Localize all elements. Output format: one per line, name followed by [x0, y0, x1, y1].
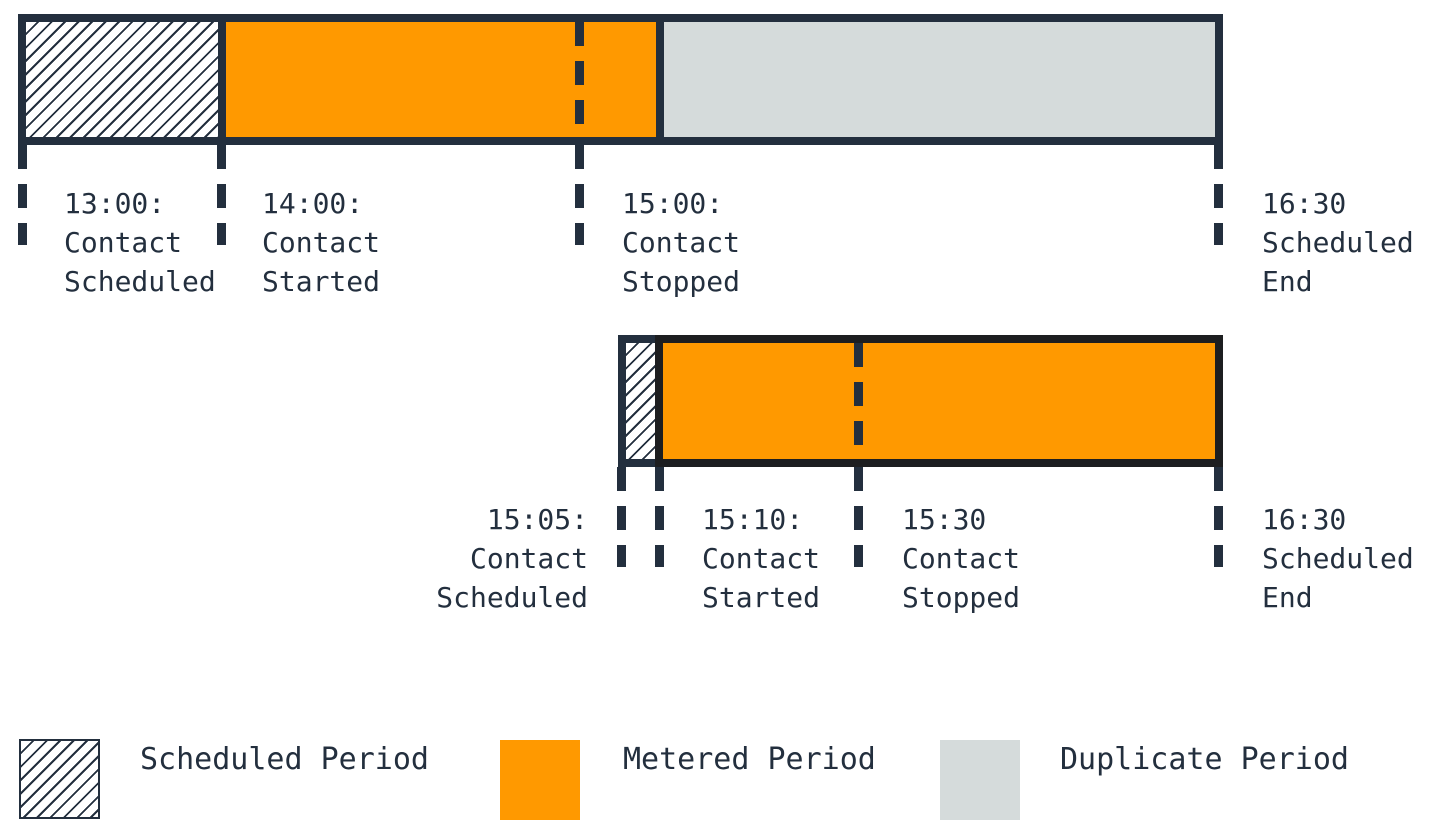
contact2-tick-15-10	[655, 467, 664, 567]
contact1-label-contact-scheduled: 13:00: Contact Scheduled	[64, 187, 216, 298]
legend-label-duplicate-period: Duplicate Period	[1060, 742, 1349, 777]
contact1-tick-16-30	[1214, 145, 1223, 245]
legend-label-scheduled-period: Scheduled Period	[140, 742, 429, 777]
contact2-stopped-marker-line	[854, 343, 863, 459]
contact1-stopped-marker-line	[575, 22, 584, 138]
legend-swatch-scheduled-period	[19, 739, 100, 819]
contact1-label-scheduled-end: 16:30 Scheduled End	[1262, 187, 1414, 298]
contact2-tick-16-30	[1214, 467, 1223, 567]
contact1-metered-period-segment	[226, 22, 664, 137]
contact1-tick-13-00	[18, 145, 27, 245]
legend-swatch-duplicate-period	[940, 740, 1020, 820]
contact1-label-contact-stopped: 15:00: Contact Stopped	[622, 187, 741, 298]
contact1-timeline-bar	[18, 14, 1223, 145]
legend-swatch-metered-period	[500, 740, 580, 820]
contact1-tick-15-00	[575, 145, 584, 245]
contact2-metered-period-segment	[655, 335, 1223, 467]
contact2-label-contact-stopped: 15:30 Contact Stopped	[902, 503, 1021, 614]
contact1-label-contact-started: 14:00: Contact Started	[262, 187, 381, 298]
contact1-scheduled-period-segment	[26, 22, 226, 137]
contact2-tick-15-05	[617, 467, 626, 567]
contact2-tick-15-30	[854, 467, 863, 567]
legend-label-metered-period: Metered Period	[623, 742, 876, 777]
contact2-label-contact-scheduled: 15:05: Contact Scheduled	[436, 503, 588, 614]
contact2-label-contact-started: 15:10: Contact Started	[702, 503, 821, 614]
contact1-duplicate-period-segment	[664, 22, 1215, 137]
contact1-tick-14-00	[217, 145, 226, 245]
contact2-label-scheduled-end: 16:30 Scheduled End	[1262, 503, 1414, 614]
